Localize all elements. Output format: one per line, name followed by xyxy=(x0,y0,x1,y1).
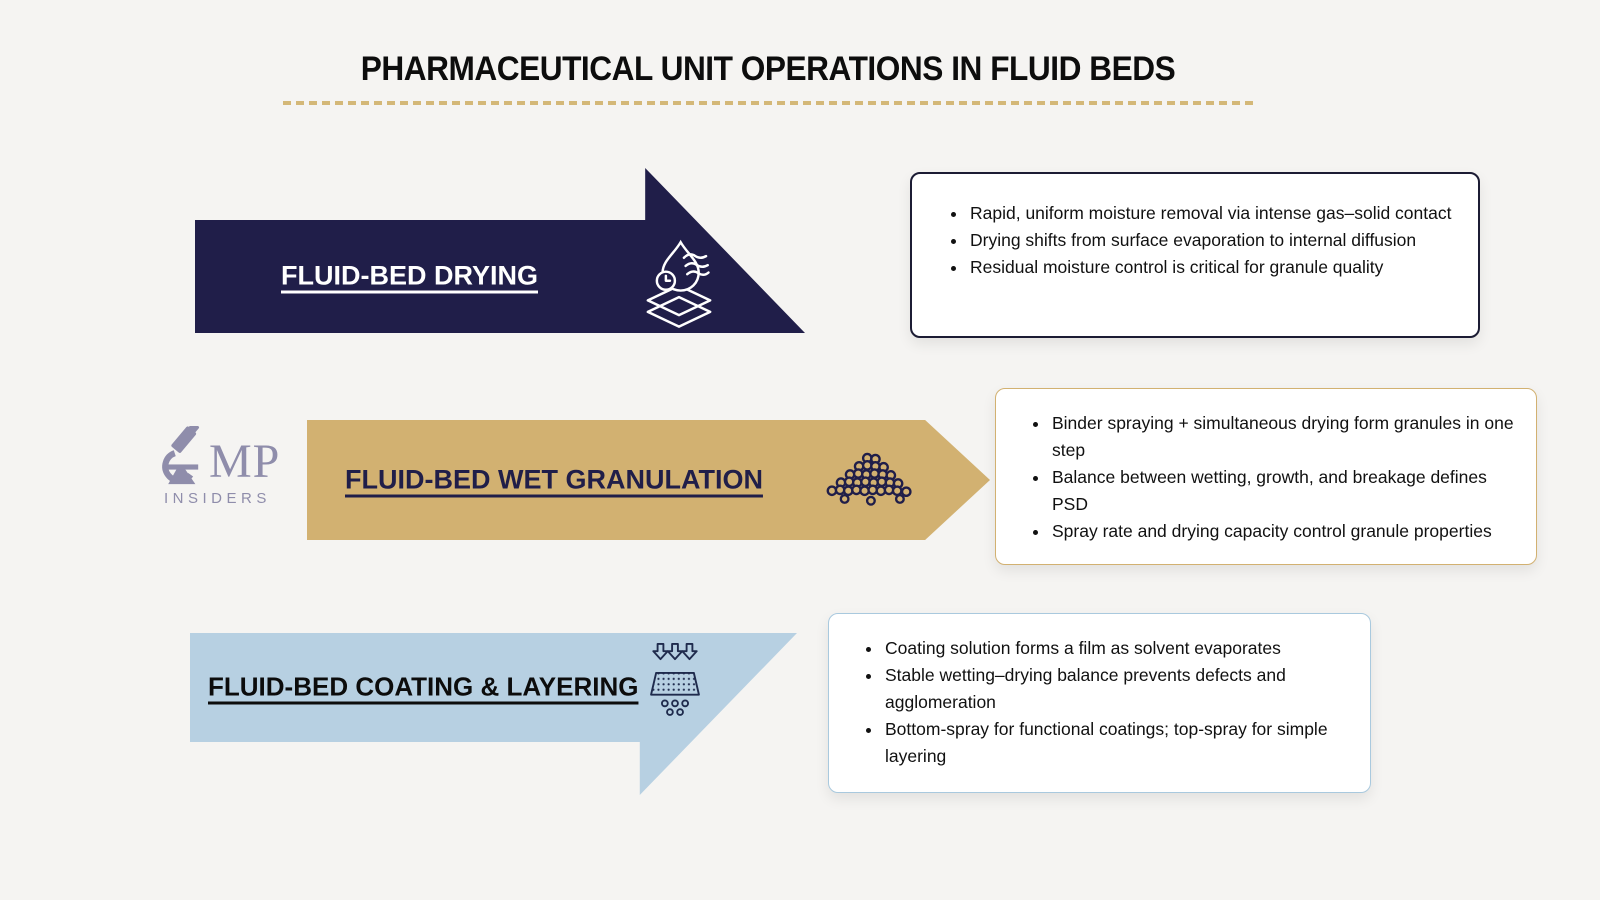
bullet-box-coating: Coating solution forms a film as solvent… xyxy=(828,613,1371,793)
arrow-banner-granulation: FLUID-BED WET GRANULATION xyxy=(307,420,990,540)
coating-icon xyxy=(650,642,700,716)
title-underline xyxy=(283,101,1253,105)
arrow-banner-drying: FLUID-BED DRYING xyxy=(195,168,805,333)
bullet-item: Balance between wetting, growth, and bre… xyxy=(1050,464,1526,518)
microscope-icon xyxy=(162,426,200,485)
bullet-box-drying: Rapid, uniform moisture removal via inte… xyxy=(910,172,1480,338)
logo-row: MP xyxy=(156,426,306,486)
bullet-item: Coating solution forms a film as solvent… xyxy=(883,635,1360,662)
bullet-list: Rapid, uniform moisture removal via inte… xyxy=(928,200,1462,281)
bullet-box-granulation: Binder spraying + simultaneous drying fo… xyxy=(995,388,1537,565)
bullet-item: Spray rate and drying capacity control g… xyxy=(1050,518,1526,545)
header: PHARMACEUTICAL UNIT OPERATIONS IN FLUID … xyxy=(283,50,1253,105)
bullet-list: Coating solution forms a film as solvent… xyxy=(843,635,1360,770)
arrow-banner-coating: FLUID-BED COATING & LAYERING xyxy=(190,633,797,795)
bullet-item: Drying shifts from surface evaporation t… xyxy=(968,227,1462,254)
page-title: PHARMACEUTICAL UNIT OPERATIONS IN FLUID … xyxy=(360,50,1176,88)
bullet-list: Binder spraying + simultaneous drying fo… xyxy=(1010,410,1526,545)
arrow-label-coating: FLUID-BED COATING & LAYERING xyxy=(208,671,639,702)
logo-subtitle: INSIDERS xyxy=(164,490,271,507)
granules-icon xyxy=(826,452,912,506)
arrow-label-drying: FLUID-BED DRYING xyxy=(281,260,538,291)
arrow-label-granulation: FLUID-BED WET GRANULATION xyxy=(345,464,763,495)
bullet-item: Bottom-spray for functional coatings; to… xyxy=(883,716,1360,770)
gmp-insiders-logo: MP INSIDERS xyxy=(156,426,306,507)
drying-icon xyxy=(646,239,712,328)
bullet-item: Rapid, uniform moisture removal via inte… xyxy=(968,200,1462,227)
bullet-item: Binder spraying + simultaneous drying fo… xyxy=(1050,410,1526,464)
bullet-item: Residual moisture control is critical fo… xyxy=(968,254,1462,281)
logo-letters: MP xyxy=(209,435,281,488)
bullet-item: Stable wetting–drying balance prevents d… xyxy=(883,662,1360,716)
